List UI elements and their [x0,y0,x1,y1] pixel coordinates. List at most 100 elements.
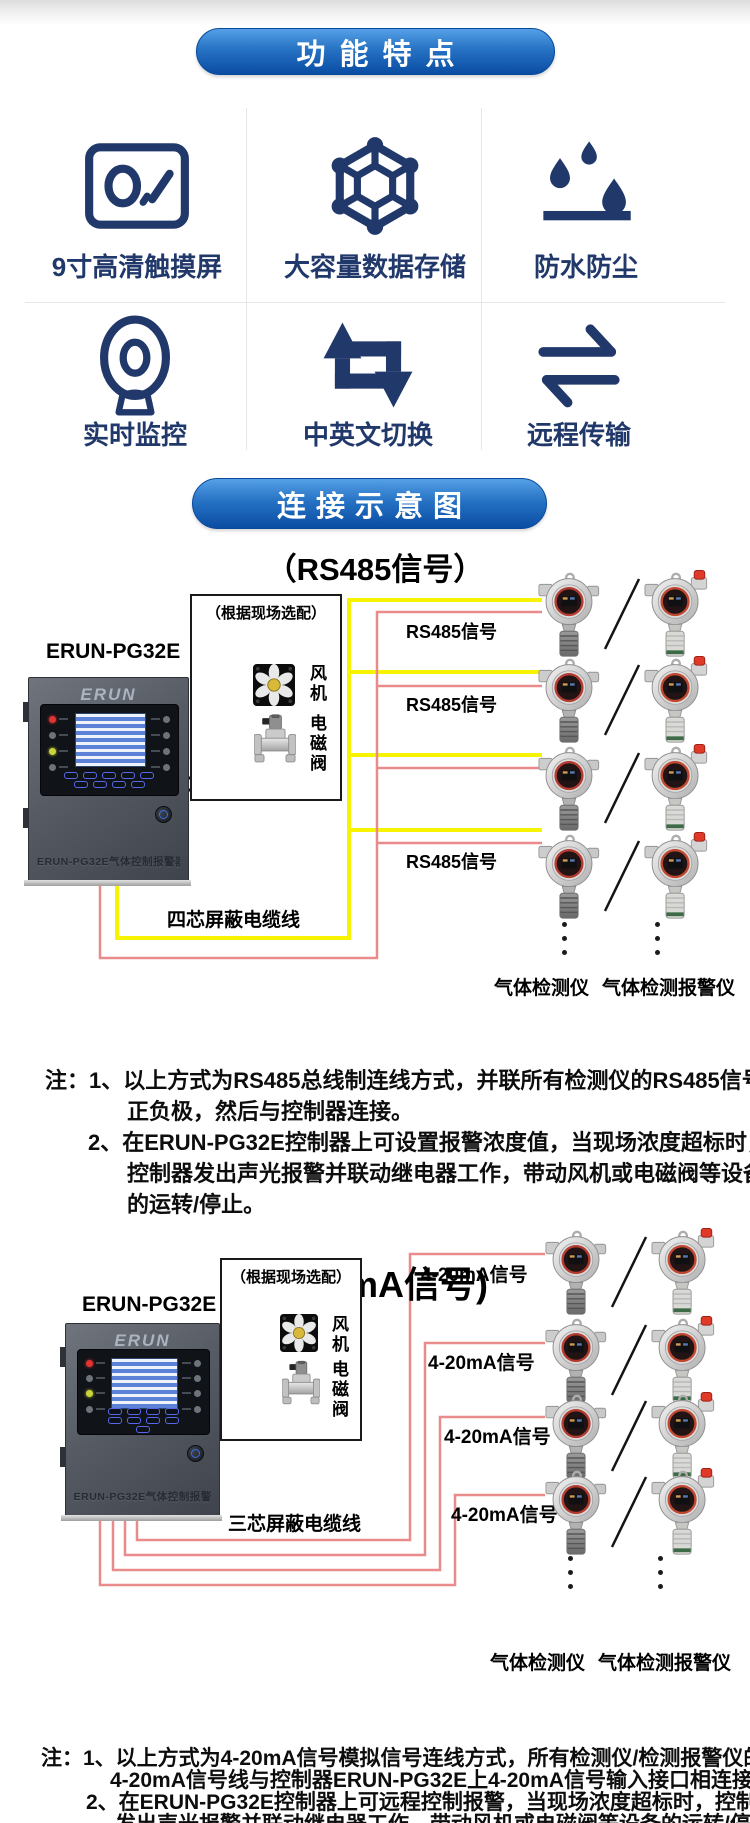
gas-detector-alarm-image [644,656,710,744]
rs485-power-wire [115,598,542,940]
detector-type-labels: 气体检测仪 气体检测报警仪 [490,1648,731,1675]
rs485-signal-label: RS485信号 [406,622,498,642]
note-line: 注：1、以上方式为RS485总线制连线方式，并联所有检测仪的RS485信号 [45,1068,750,1093]
controller-plate-text: ERUN-PG32E气体控制报警器 [73,1491,212,1504]
slash-separator [603,578,641,650]
waterproof-icon [486,125,686,247]
led-indicator [182,1360,202,1368]
slash-separator [610,1400,648,1472]
led-indicator [182,1375,202,1383]
led-indicator [85,1390,105,1398]
gas-detector-alarm-image [651,1316,717,1404]
optional-box-label: （根据现场选配） [205,605,326,622]
led-indicator [182,1390,202,1398]
led-indicator [49,748,69,756]
led-indicator [150,764,170,772]
gas-detector-image [538,832,600,920]
ma420-signal-wire [123,1341,545,1557]
detector-name: 气体检测仪 [494,978,590,999]
led-indicator [150,716,170,724]
gas-detector-image [538,744,600,832]
gas-detector-image [538,656,600,744]
connection-title-text: 连接示意图 [276,490,472,523]
controller-plate-text: ERUN-PG32E气体控制报警器 [36,855,181,868]
feature-remote-transfer: 远程传输 [479,315,679,452]
gas-detector-image [545,1228,607,1316]
feature-touchscreen: 9寸高清触摸屏 [37,125,237,284]
rs485-signal-wire [98,610,542,960]
fan-label: 风机 [329,1315,348,1355]
ellipsis-dots [658,1556,664,1598]
feature-label: 9寸高清触摸屏 [51,252,223,282]
cable-label: 三芯屏蔽电缆线 [228,1514,362,1535]
gas-detector-alarm-image [651,1228,717,1316]
feature-monitoring: 实时监控 [35,315,235,452]
slash-separator [610,1476,648,1548]
detector-pair-row [545,1468,717,1556]
controller-buttons [99,1407,188,1433]
gas-detector-alarm-image [651,1468,717,1556]
feature-label: 中英文切换 [302,420,433,450]
rs485-notes: 注：1、以上方式为RS485总线制连线方式，并联所有检测仪的RS485信号 正负… [0,1063,750,1217]
feature-label: 实时监控 [82,420,187,450]
feature-label: 远程传输 [526,420,631,450]
feature-language-switch: 中英文切换 [268,315,468,452]
led-indicator [150,732,170,740]
detector-name: 气体检测仪 [490,1653,586,1674]
controller-buttons [63,769,156,791]
slash-separator [603,752,641,824]
controller-lcd [110,1357,179,1409]
optional-equipment-box: （根据现场选配） 风机 电磁阀 [220,1258,362,1441]
top-gradient [0,0,750,26]
led-indicator [85,1405,105,1413]
rs485-diagram: （RS485信号） ERUN-PG32E ERUN ERUN-PG32E气体控制… [0,470,750,1010]
gas-detector-alarm-image [651,1392,717,1480]
features-title-text: 功能特点 [296,38,469,71]
led-indicator [49,716,69,724]
controller-logo: ERUN [80,685,137,705]
detector-type-labels: 气体检测仪 气体检测报警仪 [494,973,735,1000]
gas-detector-alarm-image [644,570,710,658]
valve-image [282,1360,320,1408]
detector-pair-row [545,1228,717,1316]
grid-divider-vertical-1 [246,108,247,450]
valve-label: 电磁阀 [307,714,326,774]
controller-image: ERUN ERUN-PG32E气体控制报警器 [23,677,189,882]
detector-pair-row [538,744,710,832]
detector-pair-row [545,1316,717,1404]
data-storage-icon [275,125,475,247]
gas-detector-alarm-image [644,744,710,832]
ma420-signal-wire [111,1415,545,1572]
ellipsis-dots [655,922,661,964]
feature-label: 防水防尘 [533,252,638,282]
rs485-signal-label: RS485信号 [406,852,498,872]
controller-base [24,880,191,886]
cable-label: 四芯屏蔽电缆线 [167,910,301,931]
grid-divider-horizontal [25,302,725,303]
controller-panel [76,1348,211,1436]
optional-equipment-box: （根据现场选配） 风机 电磁阀 [190,594,342,801]
detector-pair-row [538,656,710,744]
fan-image [253,664,295,706]
led-indicator [85,1360,105,1368]
slash-separator [610,1324,648,1396]
detector-alarm-name: 气体检测报警仪 [598,1653,732,1674]
remote-transfer-icon [479,315,679,415]
note-line: 2、在ERUN-PG32E控制器上可远程控制报警，当现场浓度超标时，控制器 [86,1791,750,1814]
feature-data-storage: 大容量数据存储 [275,125,475,284]
controller-model-label: ERUN-PG32E [82,1293,217,1316]
fan-image [280,1314,318,1352]
grid-divider-vertical-2 [481,108,482,450]
gas-detector-image [545,1316,607,1404]
note-line: 控制器发出声光报警并联动继电器工作，带动风机或电磁阀等设备 [127,1161,750,1186]
led-indicator [182,1405,202,1413]
detector-alarm-name: 气体检测报警仪 [602,978,736,999]
ma420-signal-label: 4-20mA信号 [421,1265,528,1286]
gas-detector-image [545,1468,607,1556]
controller-lock [186,1444,204,1462]
slash-separator [603,664,641,736]
gas-detector-image [545,1392,607,1480]
valve-image [254,714,296,766]
